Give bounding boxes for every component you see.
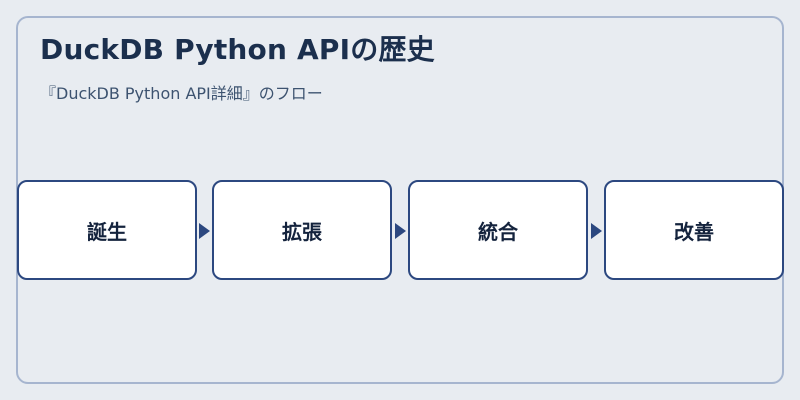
flow-arrow-2-icon [395, 223, 406, 239]
flow-step-1: 誕生 [17, 180, 197, 280]
flow-step-4: 改善 [604, 180, 784, 280]
flow-step-2: 拡張 [212, 180, 392, 280]
flow-step-4-label: 改善 [674, 219, 714, 244]
page-title: DuckDB Python APIの歴史 [40, 33, 435, 66]
flow-step-1-label: 誕生 [87, 219, 127, 244]
flow-step-3: 統合 [408, 180, 588, 280]
flow-arrow-1-icon [199, 223, 210, 239]
page-subtitle: 『DuckDB Python API詳細』のフロー [40, 84, 323, 103]
flow-step-3-label: 統合 [478, 219, 518, 244]
flow-arrow-3-icon [591, 223, 602, 239]
flow-step-2-label: 拡張 [282, 219, 322, 244]
